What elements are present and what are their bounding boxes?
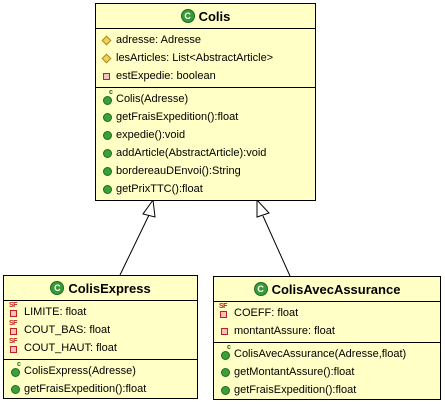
public-method-icon [101, 147, 113, 159]
attribute-row: COEFF: float [214, 303, 440, 322]
attribute-row: montantAssure: float [214, 322, 440, 340]
attribute-text: estExpedie: boolean [116, 70, 216, 82]
class-colis-methods: Colis(Adresse) getFraisExpedition():floa… [96, 88, 315, 200]
method-row: getFraisExpedition():float [4, 380, 197, 398]
method-row: ColisAvecAssurance(Adresse,float) [214, 344, 440, 363]
class-colisavecassurance-methods: ColisAvecAssurance(Adresse,float) getMon… [214, 343, 440, 401]
static-final-field-icon [9, 320, 21, 336]
method-text: Colis(Adresse) [116, 93, 189, 105]
class-colisexpress-methods: ColisExpress(Adresse) getFraisExpedition… [4, 360, 197, 400]
method-text: getPrixTTC():float [116, 183, 203, 195]
method-text: addArticle(AbstractArticle):void [116, 147, 267, 159]
public-method-icon [9, 383, 21, 395]
method-row: Colis(Adresse) [96, 89, 315, 108]
method-row: getFraisExpedition():float [214, 381, 440, 399]
class-colisexpress[interactable]: C ColisExpress LIMITE: float COUT_BAS: f… [3, 275, 198, 399]
public-method-icon [219, 366, 231, 378]
method-row: getMontantAssure():float [214, 363, 440, 381]
attribute-text: COEFF: float [234, 307, 299, 319]
attribute-text: LIMITE: float [24, 306, 87, 318]
protected-field-icon [101, 34, 113, 46]
public-method-icon [101, 165, 113, 177]
attribute-text: lesArticles: List<AbstractArticle> [116, 52, 274, 64]
method-row: getPrixTTC():float [96, 180, 315, 198]
attribute-row: COUT_HAUT: float [4, 338, 197, 357]
attribute-text: COUT_BAS: float [24, 324, 111, 336]
private-field-icon [101, 70, 113, 82]
class-colisavecassurance-header: C ColisAvecAssurance [214, 277, 440, 302]
method-text: getFraisExpedition():float [116, 111, 239, 123]
class-colisexpress-attributes: LIMITE: float COUT_BAS: float COUT_HAUT:… [4, 301, 197, 360]
public-method-icon [101, 129, 113, 141]
public-method-icon [101, 183, 113, 195]
method-text: bordereauDEnvoi():String [116, 165, 241, 177]
method-row: addArticle(AbstractArticle):void [96, 144, 315, 162]
attribute-row: adresse: Adresse [96, 31, 315, 49]
arrow-colisexpress-to-colis [119, 198, 156, 276]
attribute-row: estExpedie: boolean [96, 67, 315, 85]
method-row: getFraisExpedition():float [96, 108, 315, 126]
class-icon: C [180, 9, 195, 23]
private-field-icon [219, 325, 231, 337]
method-text: expedie():void [116, 129, 186, 141]
class-colis[interactable]: C Colis adresse: Adresse lesArticles: Li… [95, 3, 316, 201]
class-colis-header: C Colis [96, 4, 315, 29]
method-row: expedie():void [96, 126, 315, 144]
static-final-field-icon [219, 303, 231, 319]
class-icon: C [50, 281, 65, 295]
constructor-icon [101, 89, 113, 105]
arrow-colisavecassurance-to-colis [256, 198, 291, 277]
method-text: getMontantAssure():float [234, 366, 355, 378]
class-icon: C [253, 282, 268, 296]
class-colisavecassurance-attributes: COEFF: float montantAssure: float [214, 302, 440, 343]
class-colis-attributes: adresse: Adresse lesArticles: List<Abstr… [96, 29, 315, 88]
method-row: ColisExpress(Adresse) [4, 361, 197, 380]
class-colisexpress-header: C ColisExpress [4, 276, 197, 301]
method-text: getFraisExpedition():float [24, 383, 147, 395]
attribute-text: adresse: Adresse [116, 34, 201, 46]
class-colisavecassurance[interactable]: C ColisAvecAssurance COEFF: float montan… [213, 276, 441, 400]
method-row: bordereauDEnvoi():String [96, 162, 315, 180]
attribute-row: lesArticles: List<AbstractArticle> [96, 49, 315, 67]
attribute-text: montantAssure: float [234, 325, 335, 337]
attribute-row: LIMITE: float [4, 302, 197, 321]
public-method-icon [219, 384, 231, 396]
static-final-field-icon [9, 338, 21, 354]
method-text: ColisExpress(Adresse) [24, 365, 136, 377]
constructor-icon [9, 361, 21, 377]
constructor-icon [219, 344, 231, 360]
class-colis-name: Colis [198, 8, 231, 24]
class-colisexpress-name: ColisExpress [68, 280, 151, 296]
method-text: getFraisExpedition():float [234, 384, 357, 396]
method-text: ColisAvecAssurance(Adresse,float) [234, 348, 407, 360]
class-colisavecassurance-name: ColisAvecAssurance [271, 281, 401, 297]
public-method-icon [101, 111, 113, 123]
attribute-row: COUT_BAS: float [4, 320, 197, 339]
protected-field-icon [101, 52, 113, 64]
attribute-text: COUT_HAUT: float [24, 342, 117, 354]
static-final-field-icon [9, 302, 21, 318]
